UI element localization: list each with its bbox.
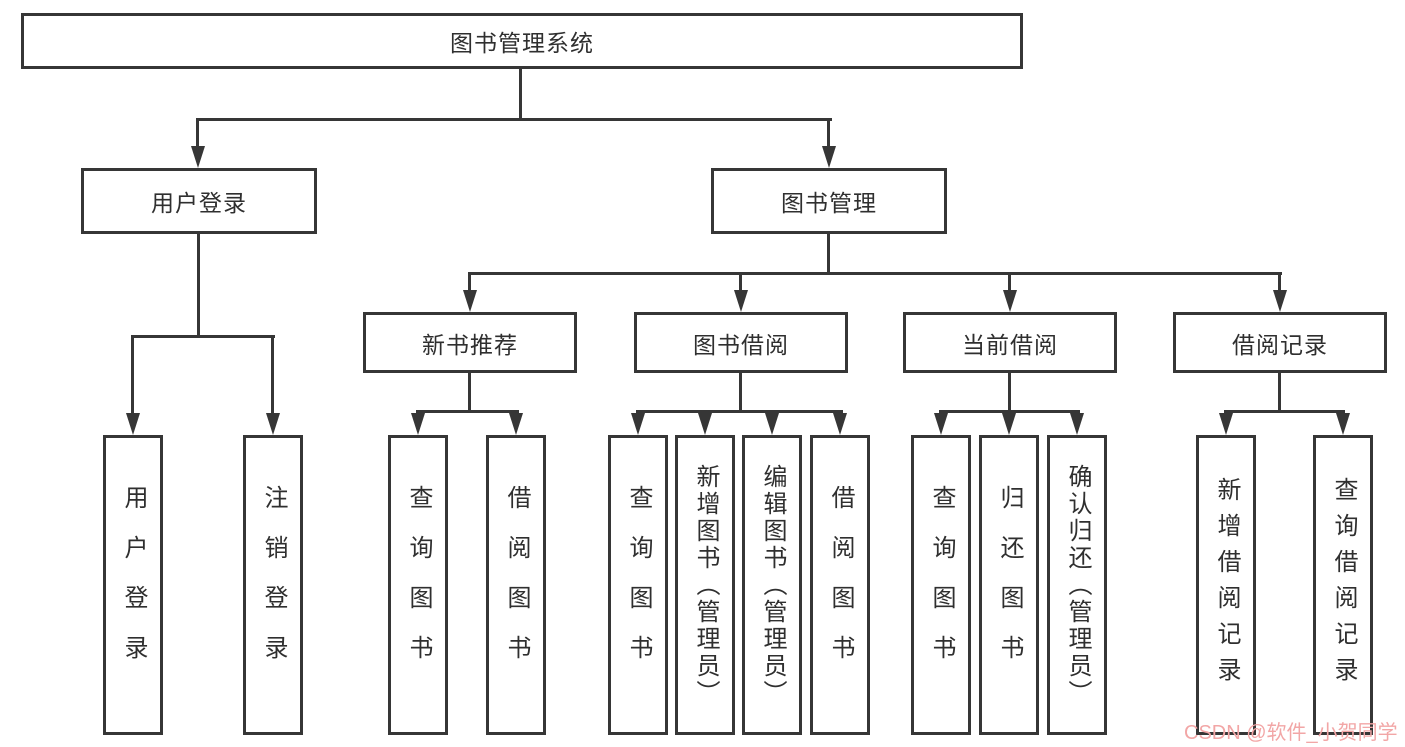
arrow-down-icon — [734, 290, 748, 312]
arrow-down-icon — [509, 413, 523, 435]
connector-line — [1278, 272, 1281, 294]
leaf-label: 编辑图书（管理员） — [759, 463, 786, 707]
connector-line — [416, 410, 519, 413]
connector-line — [636, 410, 843, 413]
leaf-label: 查询图书 — [928, 485, 955, 685]
node-label: 图书管理系统 — [450, 30, 594, 56]
csdn-watermark: CSDN @软件_小贺同学 — [1184, 722, 1398, 744]
connector-line — [739, 272, 742, 294]
leaf-confirm-return-admin: 确认归还（管理员） — [1047, 435, 1107, 735]
arrow-down-icon — [1002, 413, 1016, 435]
leaf-borrow-books-recommend: 借阅图书 — [486, 435, 546, 735]
node-label: 当前借阅 — [962, 331, 1058, 358]
connector-line — [468, 373, 471, 413]
arrow-down-icon — [1273, 290, 1287, 312]
arrow-down-icon — [833, 413, 847, 435]
leaf-borrow-books: 借阅图书 — [810, 435, 870, 735]
connector-line — [131, 335, 134, 415]
node-label: 新书推荐 — [422, 331, 518, 358]
node-book-borrowing: 图书借阅 — [634, 312, 848, 373]
leaf-return-book: 归还图书 — [979, 435, 1039, 735]
arrow-down-icon — [191, 146, 205, 168]
leaf-label: 借阅图书 — [503, 485, 530, 685]
leaf-label: 查询借阅记录 — [1330, 477, 1357, 693]
leaf-query-books-recommend: 查询图书 — [388, 435, 448, 735]
arrow-down-icon — [463, 290, 477, 312]
leaf-label: 用户登录 — [120, 485, 147, 685]
node-label: 图书管理 — [781, 190, 877, 216]
arrow-down-icon — [631, 413, 645, 435]
node-user-login: 用户登录 — [81, 168, 317, 234]
arrow-down-icon — [1219, 413, 1233, 435]
connector-line — [1008, 373, 1011, 413]
arrow-down-icon — [126, 413, 140, 435]
node-new-book-recommend: 新书推荐 — [363, 312, 577, 373]
leaf-label: 归还图书 — [996, 485, 1023, 685]
arrow-down-icon — [1336, 413, 1350, 435]
connector-line — [468, 272, 471, 294]
leaf-label: 确认归还（管理员） — [1064, 463, 1091, 707]
leaf-edit-book-admin: 编辑图书（管理员） — [742, 435, 802, 735]
leaf-add-book-admin: 新增图书（管理员） — [675, 435, 735, 735]
leaf-query-books-borrowing: 查询图书 — [608, 435, 668, 735]
leaf-logout: 注销登录 — [243, 435, 303, 735]
connector-line — [739, 373, 742, 413]
node-label: 借阅记录 — [1232, 331, 1328, 358]
arrow-down-icon — [822, 146, 836, 168]
leaf-label: 注销登录 — [260, 485, 287, 685]
connector-line — [197, 234, 200, 338]
leaf-label: 新增借阅记录 — [1213, 477, 1240, 693]
leaf-label: 借阅图书 — [827, 485, 854, 685]
connector-line — [468, 272, 1282, 275]
arrow-down-icon — [1070, 413, 1084, 435]
node-current-borrowing: 当前借阅 — [903, 312, 1117, 373]
arrow-down-icon — [698, 413, 712, 435]
connector-line — [1278, 373, 1281, 413]
connector-line — [827, 118, 830, 148]
leaf-label: 新增图书（管理员） — [692, 463, 719, 707]
arrow-down-icon — [934, 413, 948, 435]
connector-line — [196, 118, 199, 148]
leaf-label: 查询图书 — [625, 485, 652, 685]
leaf-query-books-current: 查询图书 — [911, 435, 971, 735]
connector-line — [271, 335, 274, 415]
arrow-down-icon — [266, 413, 280, 435]
connector-line — [1008, 272, 1011, 294]
arrow-down-icon — [411, 413, 425, 435]
leaf-query-borrow-record: 查询借阅记录 — [1313, 435, 1373, 735]
connector-line — [196, 118, 832, 121]
connector-line — [131, 335, 275, 338]
connector-line — [1224, 410, 1345, 413]
node-library-management-system: 图书管理系统 — [21, 13, 1023, 69]
leaf-label: 查询图书 — [405, 485, 432, 685]
arrow-down-icon — [765, 413, 779, 435]
node-label: 用户登录 — [151, 190, 247, 216]
node-label: 图书借阅 — [693, 331, 789, 358]
node-borrowing-records: 借阅记录 — [1173, 312, 1387, 373]
leaf-add-borrow-record: 新增借阅记录 — [1196, 435, 1256, 735]
connector-line — [519, 69, 522, 121]
node-book-management: 图书管理 — [711, 168, 947, 234]
connector-line — [827, 234, 830, 275]
arrow-down-icon — [1003, 290, 1017, 312]
leaf-user-login: 用户登录 — [103, 435, 163, 735]
